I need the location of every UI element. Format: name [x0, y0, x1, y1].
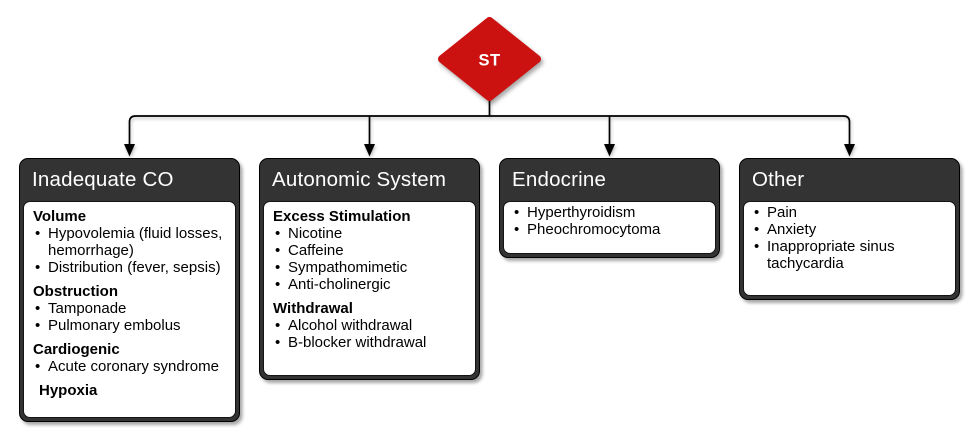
list-item: Inappropriate sinus tachycardia [752, 238, 951, 272]
node-autonomic-system: Autonomic System Excess Stimulation Nico… [259, 158, 480, 380]
list-item: Pulmonary embolus [33, 317, 231, 334]
list-item: Acute coronary syndrome [33, 358, 231, 375]
node-title: Inadequate CO [32, 168, 174, 191]
section-heading: Hypoxia [39, 382, 98, 399]
section-heading: Volume [33, 208, 87, 225]
list-item: Anxiety [752, 221, 951, 238]
node-body: Pain Anxiety Inappropriate sinus tachyca… [743, 201, 956, 296]
arrowhead-endocrine [604, 144, 615, 157]
node-body: Volume Hypovolemia (fluid losses, hemorr… [23, 201, 236, 418]
st-diamond-node: ST [438, 17, 541, 101]
connector-arrows [124, 96, 855, 157]
node-inadequate-co: Inadequate CO Volume Hypovolemia (fluid … [19, 158, 240, 422]
section-heading: Obstruction [33, 283, 118, 300]
section-heading: Withdrawal [273, 300, 353, 317]
list-item: Distribution (fever, sepsis) [33, 259, 231, 276]
list-item: Hypovolemia (fluid losses, hemorrhage) [33, 225, 231, 259]
section-heading: Cardiogenic [33, 341, 120, 358]
list-item: Pheochromocytoma [512, 221, 711, 238]
list-item: Caffeine [273, 242, 471, 259]
list-item: Nicotine [273, 225, 471, 242]
list-item: B-blocker withdrawal [273, 334, 471, 351]
st-label: ST [478, 52, 500, 70]
list-item: Sympathomimetic [273, 259, 471, 276]
arrowhead-inadequate-co [124, 144, 135, 157]
list-item: Tamponade [33, 300, 231, 317]
arrowhead-other [844, 144, 855, 157]
list-item: Anti-cholinergic [273, 276, 471, 293]
node-body: Excess Stimulation Nicotine Caffeine Sym… [263, 201, 476, 376]
list-item: Pain [752, 204, 951, 221]
section-heading: Excess Stimulation [273, 208, 411, 225]
node-title: Autonomic System [272, 168, 447, 191]
node-title: Endocrine [512, 168, 607, 191]
diamond-shape [438, 17, 541, 101]
list-item: Hyperthyroidism [512, 204, 711, 221]
arrowhead-autonomic-system [364, 144, 375, 157]
node-body: Hyperthyroidism Pheochromocytoma [503, 201, 716, 254]
node-other: Other Pain Anxiety Inappropriate sinus t… [739, 158, 960, 300]
node-title: Other [752, 168, 805, 191]
connector-path [128, 96, 851, 148]
node-endocrine: Endocrine Hyperthyroidism Pheochromocyto… [499, 158, 720, 258]
list-item: Alcohol withdrawal [273, 317, 471, 334]
